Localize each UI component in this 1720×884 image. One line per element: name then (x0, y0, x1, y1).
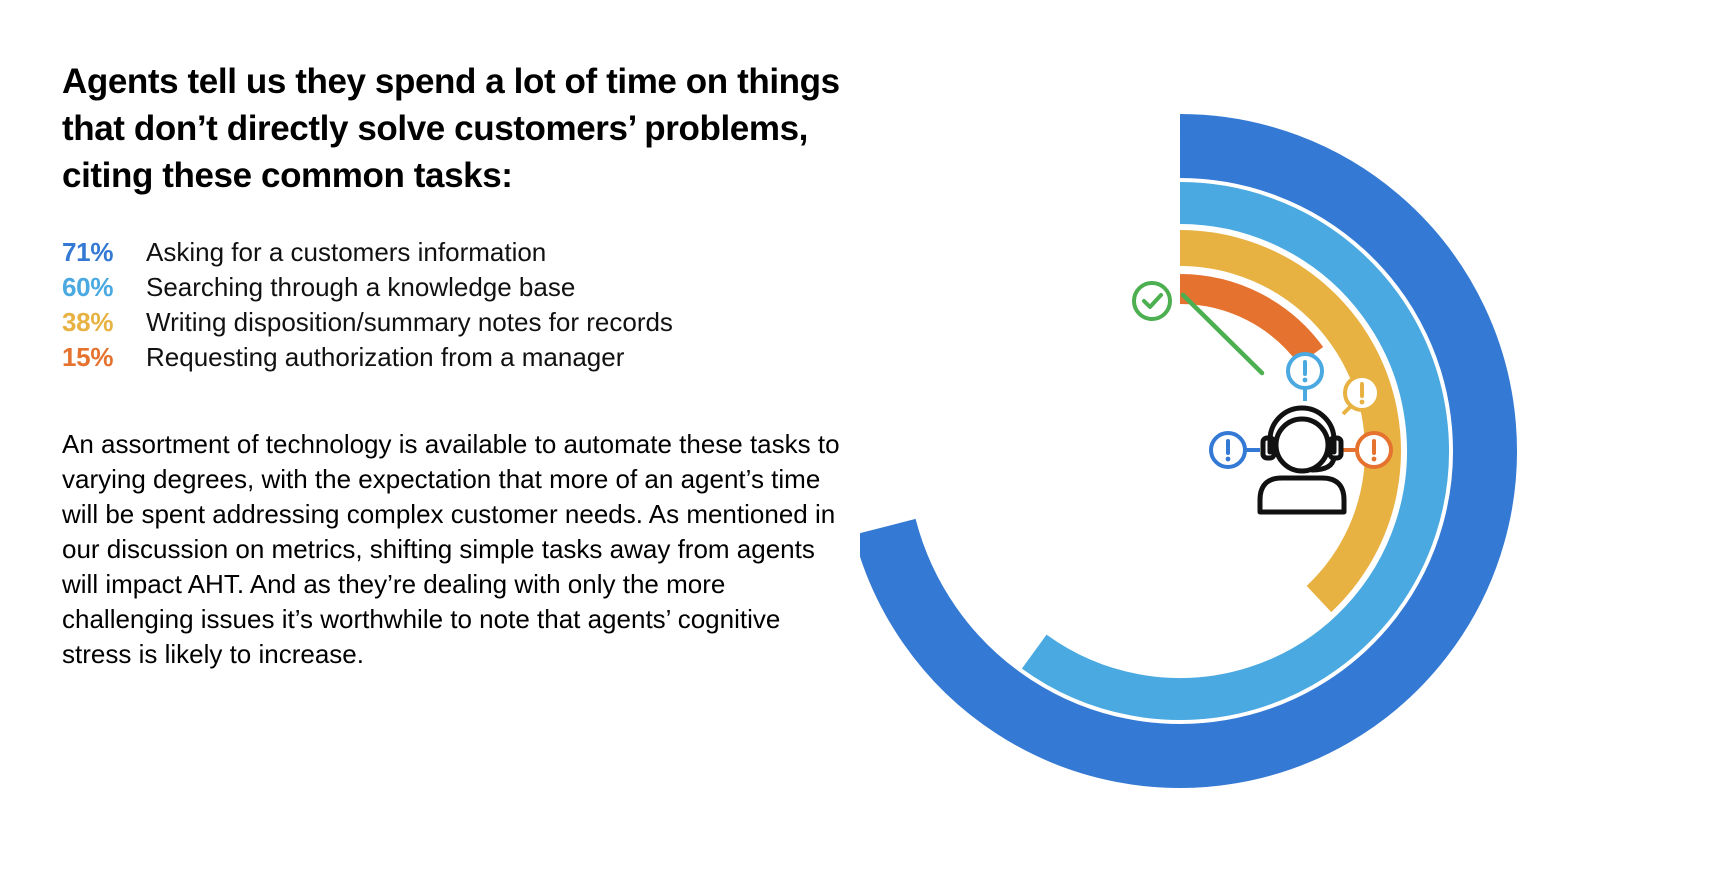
stat-label: Requesting authorization from a manager (146, 342, 625, 372)
radial-bar-chart (860, 0, 1720, 884)
chart-rings (860, 114, 1517, 788)
stat-label: Searching through a knowledge base (146, 272, 576, 302)
exclamation-circle-icon (1342, 431, 1393, 469)
stat-value: 60% (62, 272, 114, 302)
radial-bar (860, 114, 1517, 788)
exclamation-circle-icon (1286, 352, 1324, 401)
stat-row: 71% Asking for a customers information (62, 237, 862, 272)
stat-label: Writing disposition/summary notes for re… (146, 307, 673, 337)
stat-value: 15% (62, 342, 114, 372)
check-connector (1180, 292, 1265, 376)
headline: Agents tell us they spend a lot of time … (62, 62, 840, 195)
body-paragraph: An assortment of technology is available… (62, 429, 840, 669)
stat-row: 60% Searching through a knowledge base (62, 272, 862, 307)
stat-value: 38% (62, 307, 114, 337)
exclamation-circle-icon (1209, 431, 1260, 469)
radial-bar (1179, 274, 1324, 365)
exclamation-circle-icon (1341, 374, 1381, 416)
stat-row: 15% Requesting authorization from a mana… (62, 342, 862, 377)
radial-chart-svg (860, 114, 1517, 788)
radial-bar (1021, 182, 1449, 720)
stat-row: 38% Writing disposition/summary notes fo… (62, 307, 862, 342)
stats-list: 71% Asking for a customers information 6… (62, 237, 862, 377)
headset-agent-icon (1257, 405, 1347, 515)
stat-label: Asking for a customers information (146, 237, 547, 267)
text-column: Agents tell us they spend a lot of time … (62, 58, 862, 672)
stat-value: 71% (62, 237, 114, 267)
check-circle-icon (1132, 281, 1172, 321)
